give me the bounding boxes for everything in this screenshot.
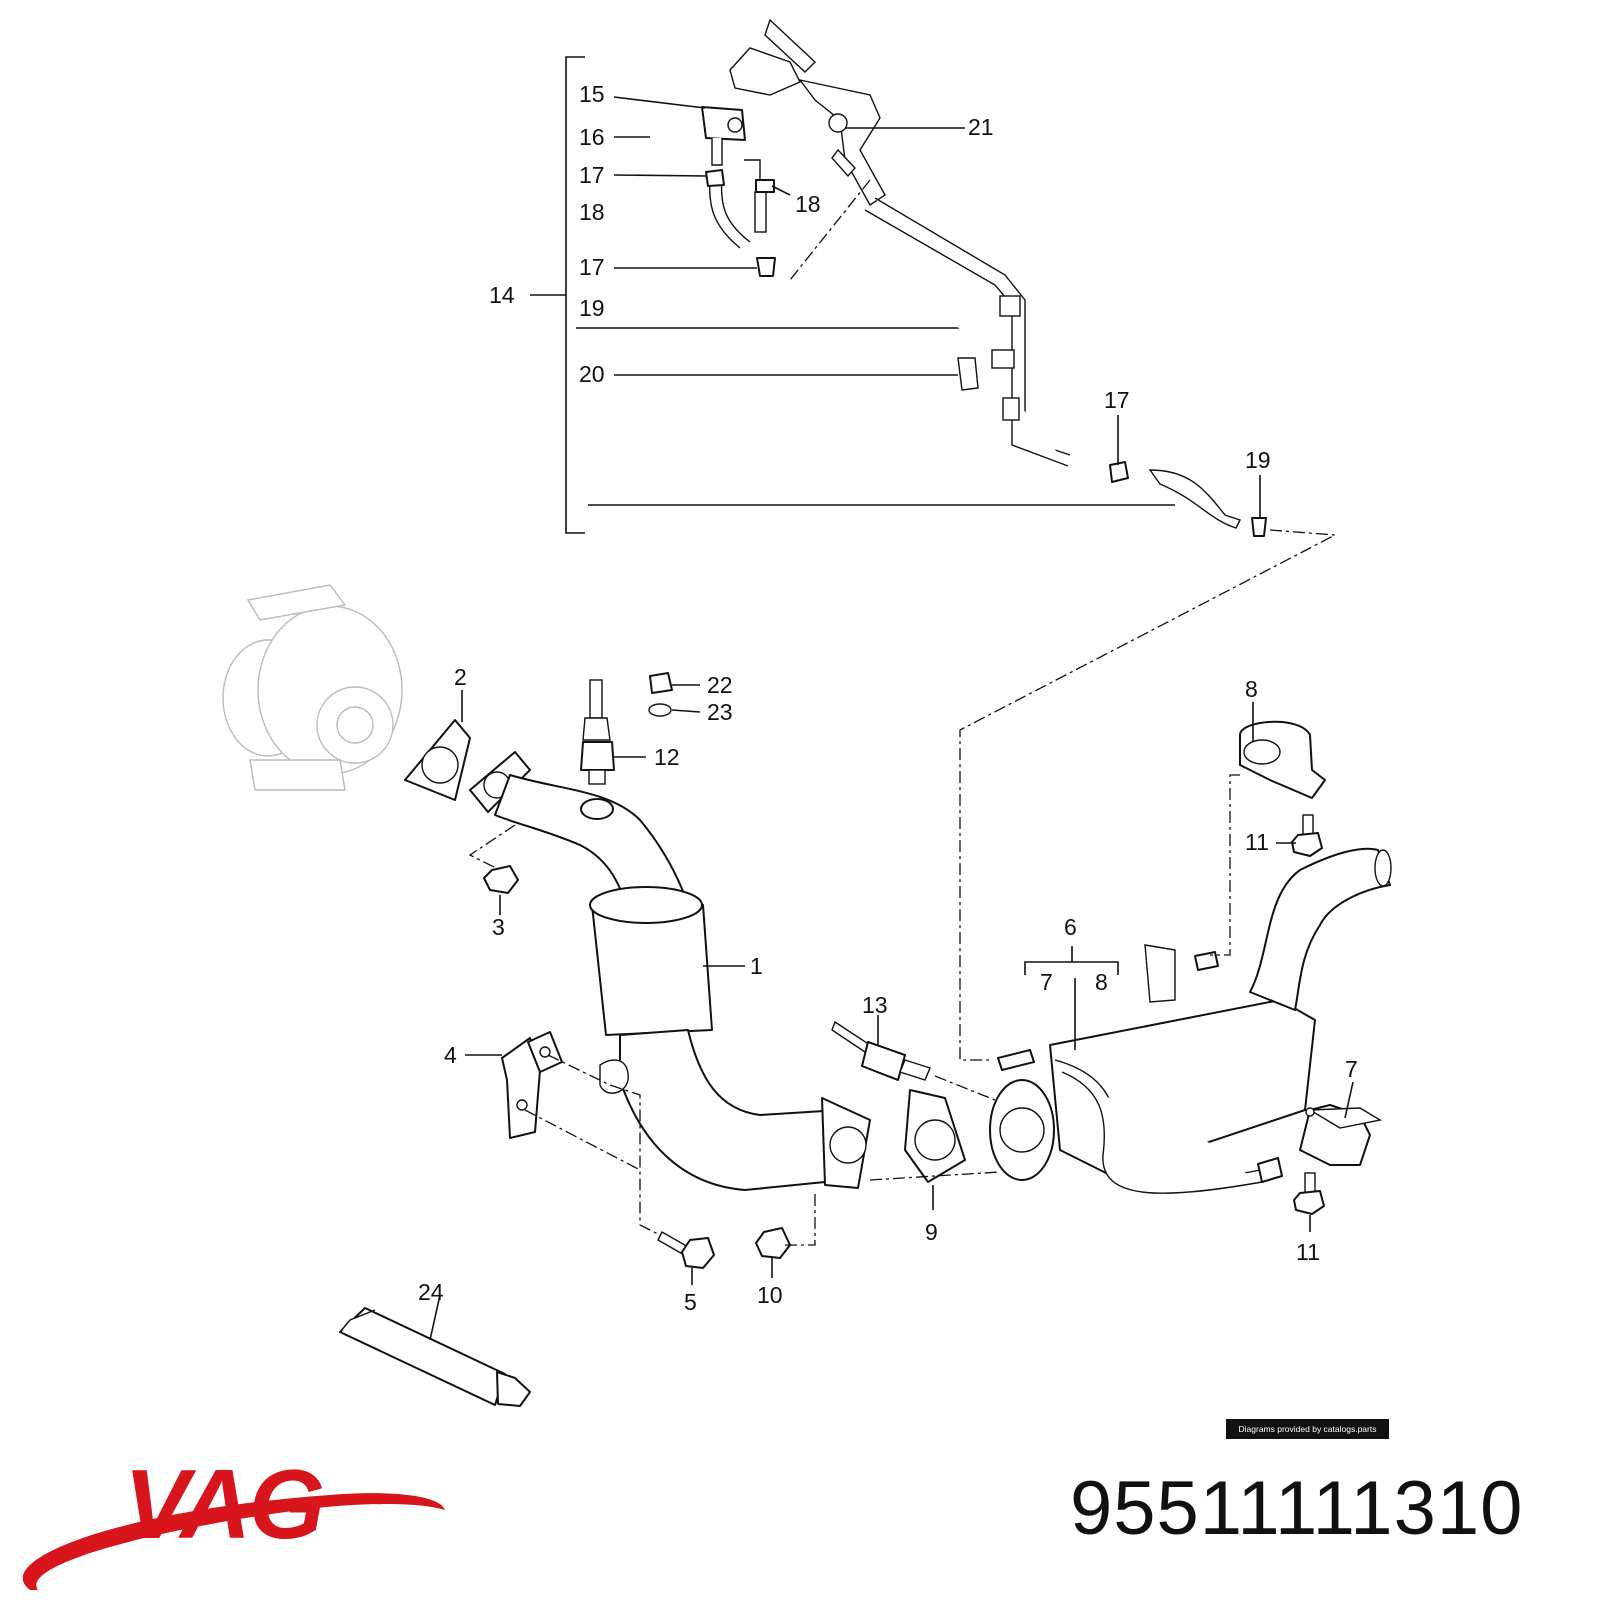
- paste-tube-24: [339, 1307, 531, 1407]
- callout-9: 9: [925, 1219, 938, 1245]
- callout-7-b: 7: [1345, 1056, 1358, 1082]
- bolt-5: [657, 1231, 715, 1269]
- callout-4: 4: [444, 1042, 457, 1068]
- callout-11-a: 11: [1245, 829, 1269, 855]
- callout-20: 20: [579, 361, 605, 387]
- callout-24: 24: [418, 1279, 444, 1305]
- callout-12: 12: [654, 744, 680, 770]
- callout-15: 15: [579, 81, 605, 107]
- particulate-filter-6: [989, 847, 1392, 1194]
- connector-line-10: [785, 1190, 816, 1246]
- connector-line-main: [959, 529, 1338, 1061]
- gasket-2: [404, 719, 471, 801]
- assembly-14-bracket: [530, 56, 1175, 534]
- nut-3: [483, 865, 519, 894]
- bracket-7: [1299, 1104, 1382, 1166]
- oxygen-sensor-12: [580, 679, 615, 785]
- callout-14: 14: [489, 282, 515, 308]
- callout-13: 13: [862, 992, 888, 1018]
- callout-3: 3: [492, 914, 505, 940]
- callout-6: 6: [1064, 914, 1077, 940]
- callout-16: 16: [579, 124, 605, 150]
- callout-11-b: 11: [1296, 1239, 1320, 1265]
- credit-banner: Diagrams provided by catalogs.parts: [1226, 1419, 1389, 1439]
- plug-22: [648, 672, 673, 717]
- connector-line-9: [869, 1171, 1001, 1181]
- callout-8-a: 8: [1095, 969, 1108, 995]
- callout-21: 21: [968, 114, 994, 140]
- bolt-11-lower: [1293, 1172, 1325, 1215]
- turbocharger: [222, 584, 403, 791]
- connector-line-13: [934, 1075, 996, 1101]
- connector-line-4b: [524, 1109, 641, 1171]
- callout-numbers: 15 16 17 18 18 17 14 19 20 21 17 19 2 22…: [418, 81, 1358, 1315]
- nut-10: [755, 1227, 791, 1259]
- callout-17-c: 17: [1104, 387, 1130, 413]
- callout-8-b: 8: [1245, 676, 1258, 702]
- brand-name: VAG: [124, 1449, 323, 1559]
- pressure-sensor-pipe: [701, 18, 1267, 537]
- catalytic-converter-1: [469, 751, 871, 1191]
- callout-23: 23: [707, 699, 733, 725]
- callout-10: 10: [757, 1282, 783, 1308]
- callout-19-b: 19: [1245, 447, 1271, 473]
- connector-line-4: [547, 1054, 681, 1246]
- brand-logo: VAG: [22, 1449, 445, 1590]
- callout-18-b: 18: [795, 191, 821, 217]
- brand-swoosh: [22, 1493, 445, 1590]
- leader-lines: [429, 96, 1354, 1341]
- callout-2: 2: [454, 664, 467, 690]
- connector-line-3: [468, 824, 516, 871]
- gasket-9: [904, 1089, 966, 1183]
- callout-19-a: 19: [579, 295, 605, 321]
- callout-17-a: 17: [579, 162, 605, 188]
- sensor-13: [831, 1020, 931, 1081]
- part-number: 95511111310: [1070, 1466, 1524, 1551]
- connector-line-upper: [789, 179, 871, 281]
- callout-18-a: 18: [579, 199, 605, 225]
- mount-8: [1210, 720, 1326, 956]
- callout-22: 22: [707, 672, 733, 698]
- callout-17-b: 17: [579, 254, 605, 280]
- callout-7-a: 7: [1040, 969, 1053, 995]
- callout-5: 5: [684, 1289, 697, 1315]
- callout-1: 1: [750, 953, 763, 979]
- bolt-11-upper: [1291, 814, 1323, 857]
- bracket-4: [501, 1031, 563, 1139]
